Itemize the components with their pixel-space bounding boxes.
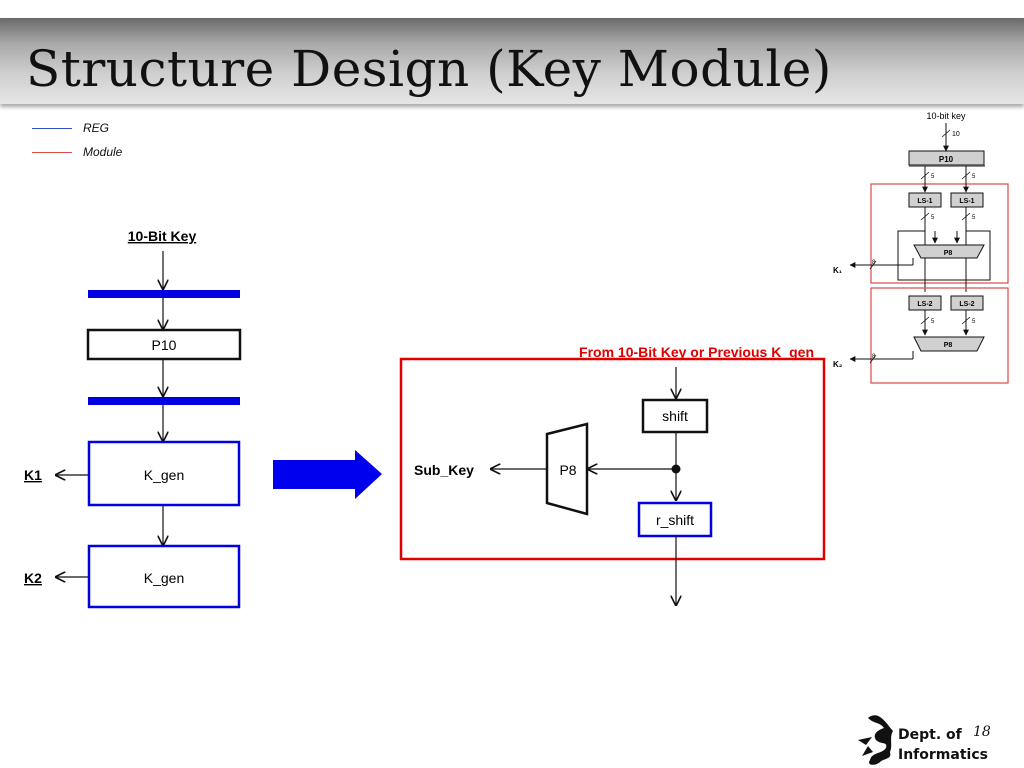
ref-ls1-right-label: LS-1 — [959, 198, 974, 205]
ref-bus-mark-8a — [869, 260, 877, 270]
key-input-label: 10-Bit Key — [128, 228, 197, 244]
ref-p8-bottom-label: P8 — [944, 342, 953, 349]
left-key-diagram: 10-Bit Key P10 K_gen K_gen K1 K2 — [24, 228, 242, 609]
ref-width-5e: 5 — [931, 319, 935, 325]
ref-width-5c: 5 — [931, 215, 935, 221]
rshift-label: r_shift — [656, 512, 694, 528]
ref-bus-mark-5f — [961, 316, 971, 325]
subkey-label: Sub_Key — [414, 462, 474, 478]
legend-module-label: Module — [83, 145, 123, 159]
ref-width-5f: 5 — [972, 319, 976, 325]
ref-p8-top-shape — [913, 244, 985, 259]
shift-box — [641, 398, 709, 434]
kgen2-box — [87, 544, 241, 609]
rshift-box — [637, 501, 713, 538]
k2-label: K2 — [24, 570, 42, 586]
ref-width-5b: 5 — [972, 174, 976, 180]
ref-bus-mark-5c — [920, 212, 930, 221]
reference-sdes-key-diagram: 10-bit key 10 P10 5 5 LS-1 LS-1 5 5 P8 8 — [833, 111, 1009, 384]
ref-p10-box — [908, 150, 985, 166]
ref-ls2-right-label: LS-2 — [959, 301, 974, 308]
ref-width-8b: 8 — [872, 354, 876, 360]
ref-width-5a: 5 — [931, 174, 935, 180]
big-right-arrow — [273, 450, 382, 499]
legend-module-line — [32, 152, 72, 153]
legend-reg-label: REG — [83, 121, 110, 135]
ref-module-frame-2 — [870, 287, 1009, 384]
ref-k1-label: K₁ — [833, 266, 843, 275]
ref-width-8a: 8 — [872, 260, 876, 266]
ref-bus-mark-8b — [869, 354, 877, 364]
kgen1-label: K_gen — [144, 467, 184, 483]
ref-k2-label: K₂ — [833, 360, 843, 369]
ref-width-5d: 5 — [972, 215, 976, 221]
ref-p10-label: P10 — [939, 155, 954, 164]
k1-label: K1 — [24, 467, 42, 483]
ref-ls2-right-box — [950, 295, 984, 311]
source-label: From 10-Bit Key or Previous K_gen — [579, 344, 814, 360]
ref-ls1-left-label: LS-1 — [917, 198, 932, 205]
title-bar: Structure Design (Key Module) — [0, 18, 1024, 104]
ref-p8-bottom-shape — [913, 336, 985, 352]
ref-bus-mark-10 — [941, 129, 951, 138]
kgen-module-frame — [399, 357, 826, 561]
kgen2-label: K_gen — [144, 570, 184, 586]
legend-reg-line — [32, 128, 72, 129]
ref-bus-mark-5e — [920, 316, 930, 325]
p10-label: P10 — [152, 337, 177, 353]
p8-label: P8 — [559, 462, 576, 478]
reg-bar-2 — [88, 397, 240, 405]
ref-ls1-right-box — [950, 192, 984, 208]
shift-label: shift — [662, 408, 688, 424]
ref-bus-mark-5a — [920, 171, 930, 180]
kgen-detail-diagram: From 10-Bit Key or Previous K_gen shift … — [399, 344, 826, 605]
dragon-logo-icon — [858, 715, 893, 765]
ref-width-10: 10 — [952, 131, 960, 138]
ref-p8-top-label: P8 — [944, 250, 953, 257]
kgen1-box — [87, 440, 241, 507]
p8-trapezoid — [545, 422, 589, 516]
ref-bus-mark-5d — [961, 212, 971, 221]
p10-box — [86, 328, 242, 361]
ref-ls2-left-label: LS-2 — [917, 301, 932, 308]
slide-title: Structure Design (Key Module) — [26, 40, 832, 98]
page-number: 18 — [973, 724, 991, 740]
ref-bus-mark-5b — [961, 171, 971, 180]
ref-loop-line — [897, 230, 991, 281]
reg-bar-1 — [88, 290, 240, 298]
dept-line1: Dept. of — [898, 727, 962, 743]
dept-line2: Informatics — [898, 747, 988, 763]
ref-module-frame-1 — [870, 183, 1009, 284]
ref-input-label: 10-bit key — [926, 111, 966, 121]
